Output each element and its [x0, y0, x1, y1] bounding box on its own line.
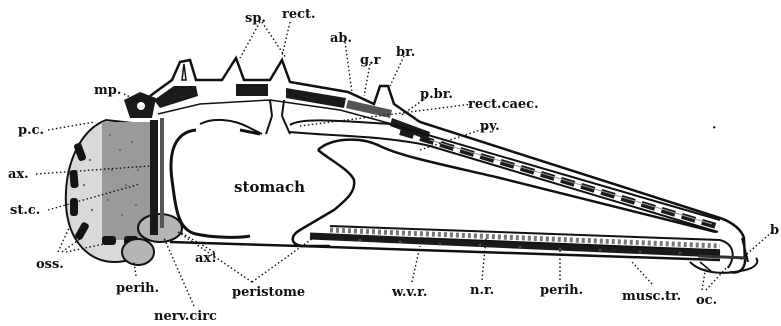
label-ax-left: ax.	[8, 167, 29, 182]
label-oc: oc.	[696, 293, 717, 308]
label-musc-tr: musc.tr.	[622, 289, 681, 304]
label-rect: rect.	[282, 7, 316, 22]
rectum	[266, 100, 290, 134]
label-stomach: stomach	[234, 178, 305, 196]
label-oss: oss.	[36, 257, 64, 272]
label-ax-bottom: ax!	[195, 251, 217, 266]
label-sp: sp.	[245, 11, 266, 26]
label-stc: st.c.	[10, 203, 40, 218]
dot-mark: ·	[712, 121, 717, 136]
label-nerv-circ: nerv.circ	[154, 309, 217, 324]
label-gr: g.r	[360, 53, 381, 68]
label-b: b	[770, 223, 779, 238]
label-pbr: p.br.	[420, 87, 453, 102]
label-rect-caec: rect.caec.	[468, 97, 539, 112]
pyloric-caecum	[290, 120, 720, 232]
label-pc: p.c.	[18, 123, 44, 138]
label-ab: ab.	[330, 31, 352, 46]
label-perih-left: perih.	[116, 281, 159, 296]
label-nr: n.r.	[470, 283, 494, 298]
label-perih-right: perih.	[540, 283, 583, 298]
label-peristome: peristome	[232, 285, 305, 300]
label-mp: mp.	[94, 83, 121, 98]
label-wvr: w.v.r.	[391, 285, 427, 300]
label-br: br.	[396, 45, 415, 60]
ventral-body-wall	[170, 226, 733, 268]
arm-tip	[690, 238, 757, 273]
label-py: py.	[480, 119, 500, 134]
